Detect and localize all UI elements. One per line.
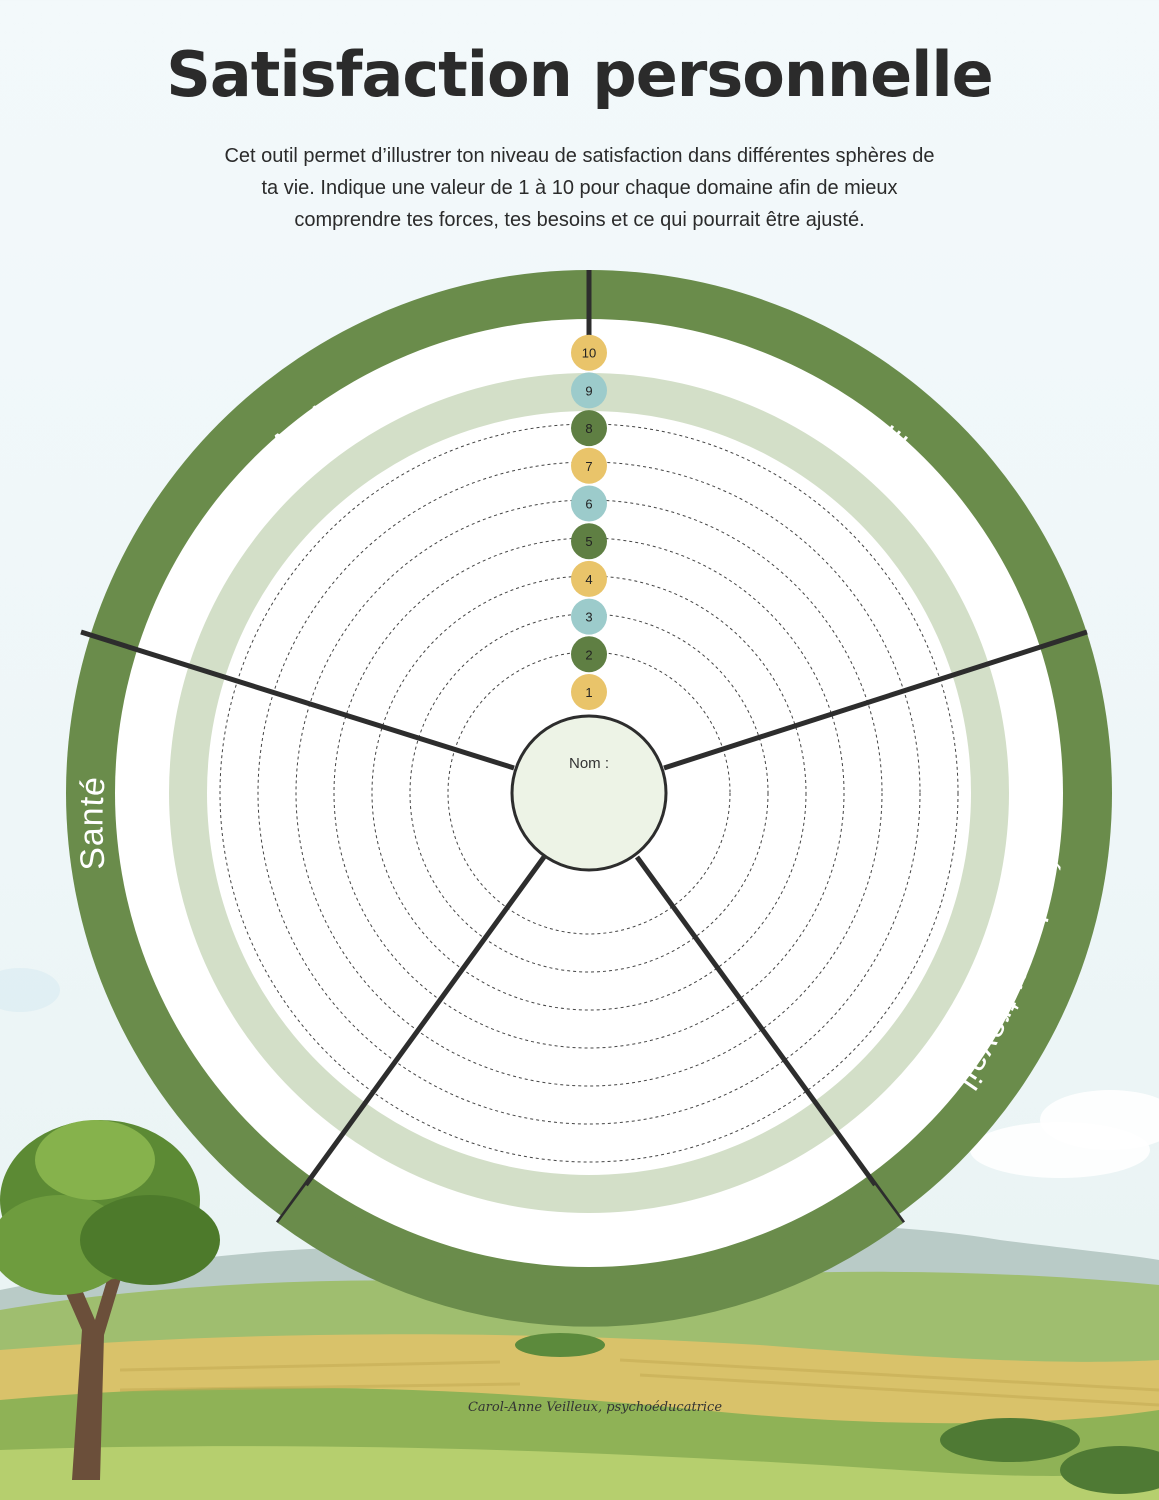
tree-foliage <box>80 1195 220 1285</box>
scale-dot <box>571 636 607 673</box>
page-title: Satisfaction personnelle <box>166 38 993 111</box>
center-circle <box>510 714 668 872</box>
scale-number: 3 <box>585 610 592 625</box>
tree-trunk <box>60 1270 122 1480</box>
intro-line: Cet outil permet d’illustrer ton niveau … <box>224 145 935 167</box>
scale-number: 6 <box>585 497 592 512</box>
scale-number: 9 <box>585 383 592 398</box>
bush <box>515 1333 605 1357</box>
scale-ring <box>409 613 769 973</box>
confiance-banner <box>278 1185 903 1327</box>
scale-dot <box>571 410 607 447</box>
scale-number: 5 <box>585 534 592 549</box>
scale-dot <box>571 372 607 409</box>
cloud <box>0 968 60 1012</box>
sector-dividers <box>80 270 1088 1225</box>
scale-number: 10 <box>582 346 596 361</box>
scale-dot <box>571 447 607 484</box>
author-credit: Carol-Anne Veilleux, psychoéducatrice <box>467 1400 723 1415</box>
tree-foliage <box>35 1120 155 1200</box>
intro-text: Cet outil permet d’illustrer ton niveau … <box>110 140 1049 236</box>
divider-bottom-right <box>634 855 906 1225</box>
divider-bottom-left <box>275 855 547 1225</box>
scale-number: 7 <box>585 459 592 474</box>
cloud <box>970 1122 1150 1178</box>
field-light <box>0 1446 1159 1500</box>
domain-label-sante: Santé <box>72 774 112 871</box>
divider-left <box>80 629 515 771</box>
name-label: Nom : <box>569 755 609 772</box>
scale-dot <box>571 523 607 560</box>
scale-dot <box>571 598 607 635</box>
scale-number: 4 <box>585 572 592 587</box>
intro-line: comprendre tes forces, tes besoins et ce… <box>294 209 865 231</box>
scale-dot <box>571 334 607 371</box>
scale-dot <box>571 485 607 522</box>
scale-number: 8 <box>585 421 592 436</box>
scale-dot <box>571 674 607 710</box>
scale-number: 2 <box>585 647 592 662</box>
scale-ring <box>447 651 731 935</box>
divider-right <box>663 629 1088 771</box>
scale-dot <box>571 560 607 597</box>
intro-line: ta vie. Indique une valeur de 1 à 10 pou… <box>261 177 898 199</box>
bush <box>940 1418 1080 1462</box>
bush <box>1060 1446 1159 1494</box>
scale-ring <box>219 423 959 1163</box>
scale-number: 1 <box>585 685 592 700</box>
sante-label-path: Santé <box>72 774 111 871</box>
field-stripes <box>119 1358 1159 1407</box>
scale-markers: 1 2 3 4 5 6 7 8 9 10 <box>571 334 607 710</box>
scale-ring <box>257 461 921 1125</box>
